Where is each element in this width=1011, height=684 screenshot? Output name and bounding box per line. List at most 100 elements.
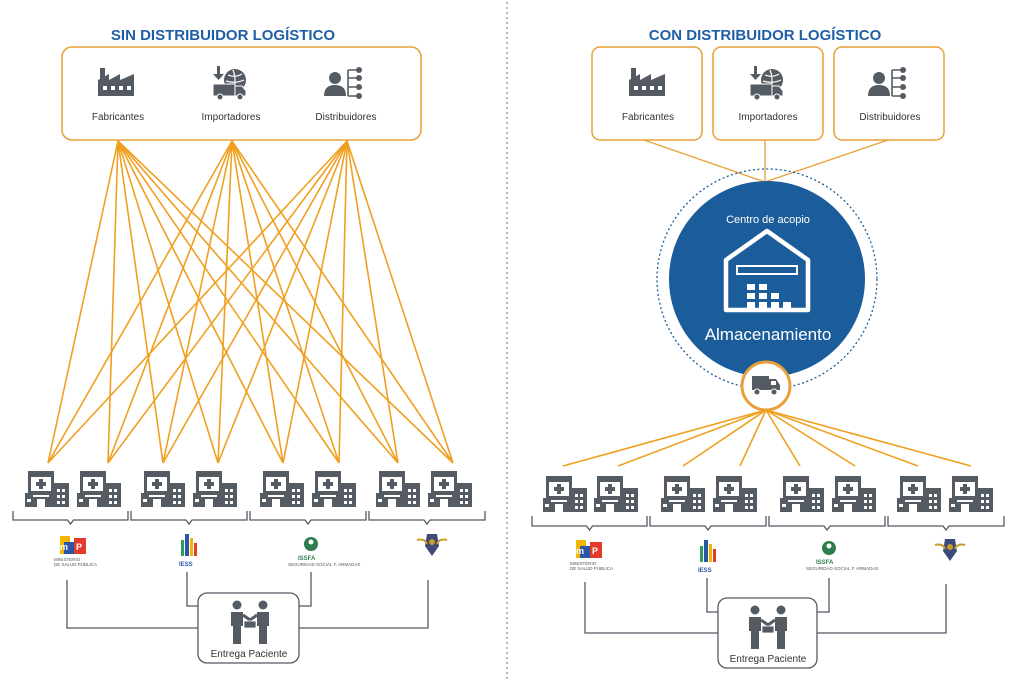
hospital-icon — [260, 471, 304, 507]
group-bracket — [249, 511, 367, 526]
hospital-icon — [832, 476, 876, 512]
iess-logo: IESS — [179, 534, 197, 568]
hospital-icon — [428, 471, 472, 507]
isspol-to-patient-line — [817, 584, 947, 634]
isspol-to-patient-line — [299, 580, 429, 629]
supply-line — [765, 409, 801, 467]
svg-text:m: m — [60, 542, 68, 552]
supply-line — [47, 140, 119, 464]
supply-line — [338, 140, 348, 464]
supply-line — [47, 140, 348, 464]
source-label-fabricantes: Fabricantes — [92, 112, 144, 123]
delivery-truck-icon — [752, 376, 780, 396]
msp-logo: m P MINISTERIO DE SALUD PÚBLICA — [570, 540, 613, 571]
right-group-brackets — [531, 516, 1005, 532]
left-title: SIN DISTRIBUIDOR LOGÍSTICO — [111, 27, 336, 44]
supply-line — [282, 140, 348, 464]
svg-text:ISSFA: ISSFA — [816, 560, 834, 566]
svg-text:DE SALUD PÚBLICA: DE SALUD PÚBLICA — [54, 561, 97, 567]
group-bracket — [130, 511, 248, 526]
hub-to-hospital-lines — [562, 409, 972, 467]
hub-main-label: Almacenamiento — [705, 325, 832, 344]
hospital-icon — [141, 471, 185, 507]
right-hospital-row — [543, 476, 993, 512]
group-bracket — [649, 516, 767, 532]
svg-text:SEGURIDAD SOCIAL F. ARMADAS: SEGURIDAD SOCIAL F. ARMADAS — [288, 562, 360, 567]
source-label-fabricantes: Fabricantes — [622, 112, 674, 123]
supply-line — [217, 140, 348, 464]
msp-logo-text: MINISTERIO — [54, 557, 81, 562]
supply-line — [617, 409, 767, 467]
hospital-icon — [193, 471, 237, 507]
hospital-icon — [77, 471, 121, 507]
supply-line — [231, 140, 284, 464]
iess-to-patient-line — [186, 572, 198, 607]
svg-text:ISSFA: ISSFA — [298, 556, 316, 562]
supply-line — [107, 140, 233, 464]
supply-line — [47, 140, 233, 464]
supply-line — [117, 140, 219, 464]
hospital-icon — [949, 476, 993, 512]
hospital-icon — [713, 476, 757, 512]
hospital-icon — [312, 471, 356, 507]
group-bracket — [368, 511, 486, 526]
issfa-to-patient-line — [817, 578, 830, 613]
source-label-importadores: Importadores — [202, 112, 261, 123]
supply-line — [231, 140, 340, 464]
left-hospital-row — [25, 471, 472, 507]
supply-line — [346, 140, 454, 464]
hospital-icon — [543, 476, 587, 512]
sources-to-hub-lines — [643, 139, 889, 183]
group-bracket — [768, 516, 886, 532]
right-patient-label: Entrega Paciente — [730, 654, 807, 665]
supply-line — [117, 140, 284, 464]
svg-text:DE SALUD PÚBLICA: DE SALUD PÚBLICA — [570, 565, 613, 571]
supply-line — [765, 409, 972, 467]
hospital-icon — [661, 476, 705, 512]
source-label-distribuidores: Distribuidores — [859, 112, 920, 123]
isspol-logo — [416, 534, 448, 556]
supply-line — [217, 140, 233, 464]
supply-line — [765, 409, 919, 467]
source-label-importadores: Importadores — [739, 112, 798, 123]
supply-line — [107, 140, 348, 464]
group-bracket — [12, 511, 129, 526]
svg-text:IESS: IESS — [179, 562, 193, 568]
svg-text:SEGURIDAD SOCIAL F. ARMADAS: SEGURIDAD SOCIAL F. ARMADAS — [806, 566, 878, 571]
issfa-logo: ISSFA SEGURIDAD SOCIAL F. ARMADAS — [806, 541, 878, 571]
right-panel: CON DISTRIBUIDOR LOGÍSTICO Fabricantes I… — [531, 27, 1005, 669]
msp-logo: m P MINISTERIO DE SALUD PÚBLICA — [54, 536, 97, 567]
supply-line — [107, 140, 119, 464]
issfa-logo: ISSFA SEGURIDAD SOCIAL F. ARMADAS — [288, 537, 360, 567]
svg-text:P: P — [592, 546, 598, 556]
supply-line — [739, 409, 767, 467]
hub-circle — [669, 181, 865, 377]
hospital-icon — [25, 471, 69, 507]
hospital-icon — [897, 476, 941, 512]
issfa-to-patient-line — [299, 572, 312, 607]
left-group-brackets — [12, 511, 486, 526]
supply-line — [346, 140, 399, 464]
hospital-icon — [376, 471, 420, 507]
supply-line — [117, 140, 340, 464]
svg-text:P: P — [76, 542, 82, 552]
supply-line — [765, 409, 856, 467]
supply-line — [162, 140, 348, 464]
group-bracket — [887, 516, 1005, 532]
hub-top-label: Centro de acopio — [726, 214, 810, 226]
svg-text:MINISTERIO: MINISTERIO — [570, 561, 597, 566]
right-title: CON DISTRIBUIDOR LOGÍSTICO — [649, 27, 882, 44]
supply-line — [682, 409, 767, 467]
iess-to-patient-line — [706, 578, 718, 613]
left-panel: SIN DISTRIBUIDOR LOGÍSTICO Fabricantes I… — [12, 27, 486, 664]
left-connection-lines — [47, 140, 454, 464]
svg-text:m: m — [576, 546, 584, 556]
hospital-icon — [780, 476, 824, 512]
supply-line — [562, 409, 767, 467]
msp-to-patient-line — [584, 582, 718, 634]
left-patient-label: Entrega Paciente — [211, 649, 288, 660]
source-label-distribuidores: Distribuidores — [315, 112, 376, 123]
group-bracket — [531, 516, 648, 532]
hospital-icon — [594, 476, 638, 512]
